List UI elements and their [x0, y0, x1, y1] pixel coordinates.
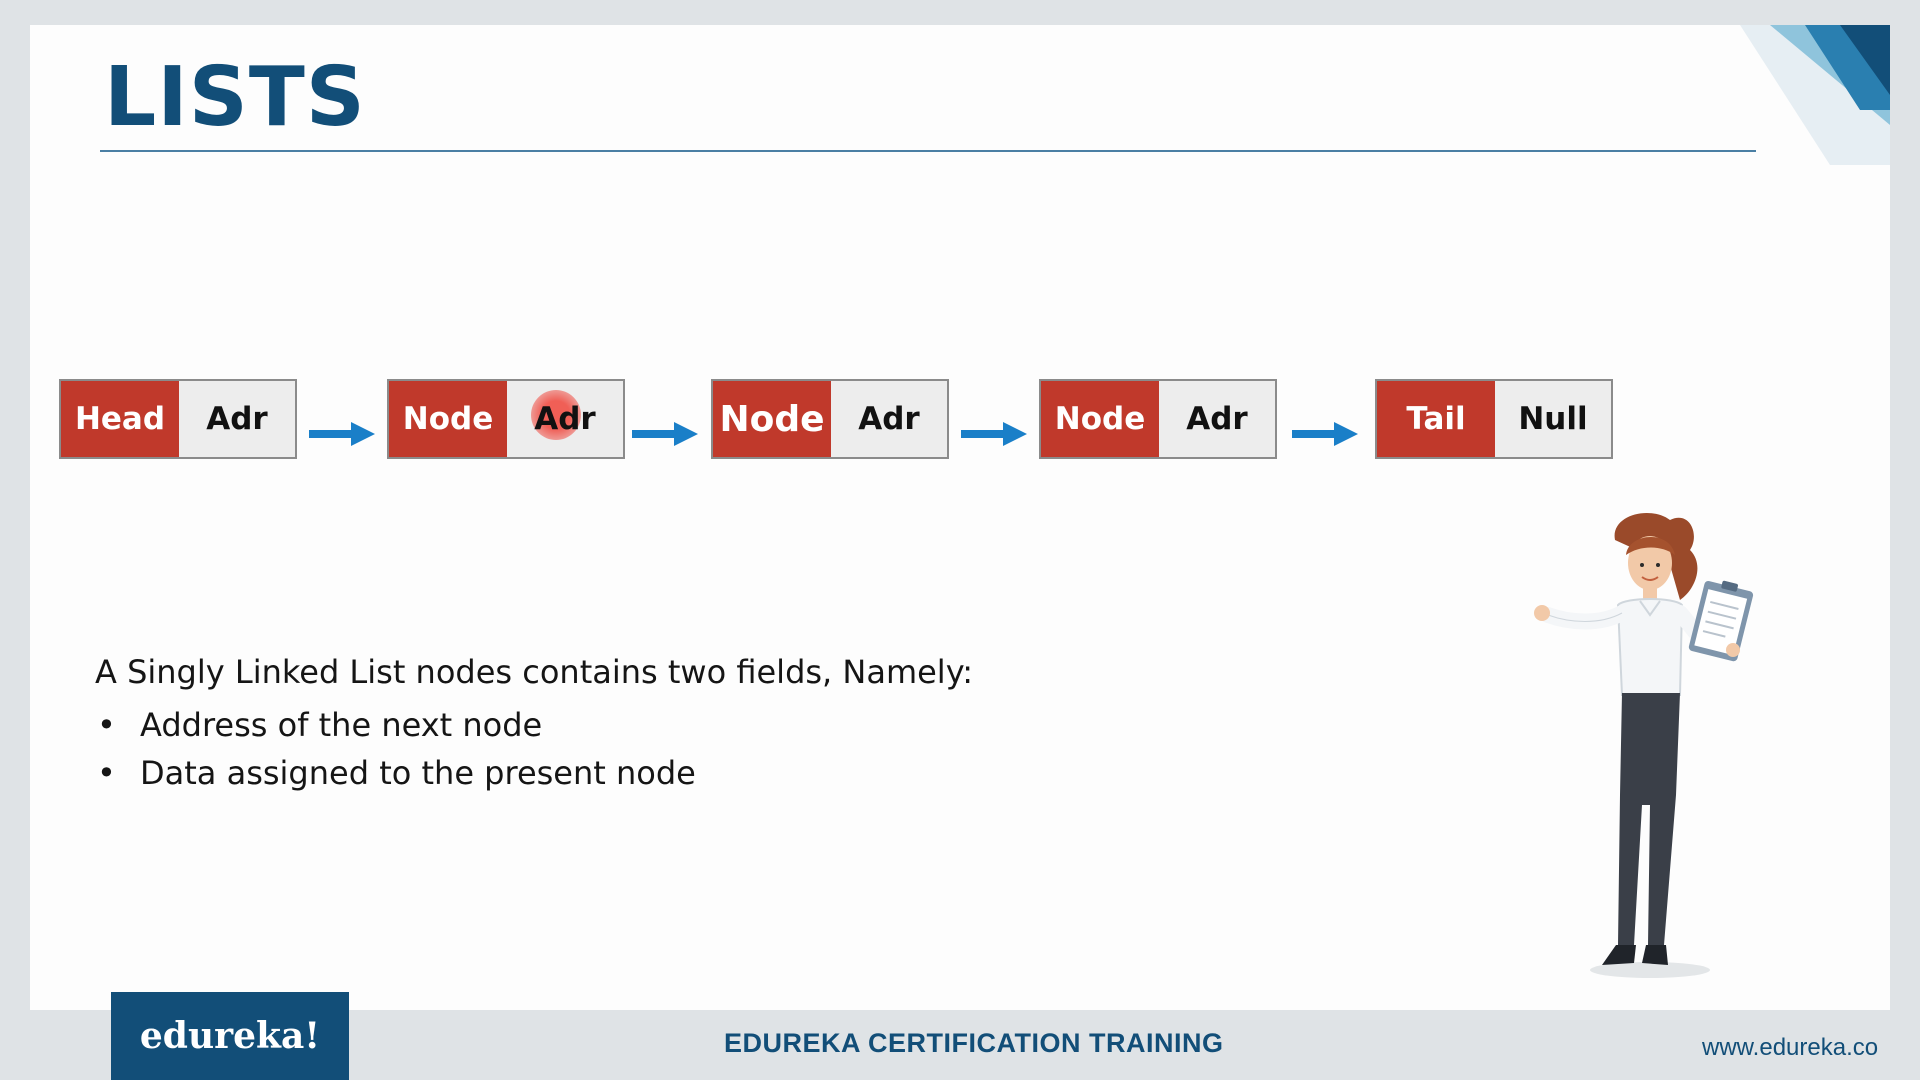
node-pointer: Adr [507, 381, 623, 457]
title-underline [100, 150, 1756, 152]
node-pointer-text: Adr [206, 401, 268, 437]
node-2: Node Adr [711, 379, 949, 459]
slide: LISTS Head Adr Node Adr [30, 25, 1890, 1010]
node-3: Node Adr [1039, 379, 1277, 459]
bullet-item: •Address of the next node [97, 706, 543, 744]
bullet-text: Data assigned to the present node [140, 754, 696, 792]
node-pointer-text: Adr [1186, 401, 1248, 437]
head-node: Head Adr [59, 379, 297, 459]
presenter-illustration [1534, 512, 1754, 978]
corner-decoration [1740, 25, 1890, 165]
node-pointer-text: Adr [534, 401, 596, 437]
arrow-right-icon [309, 422, 375, 446]
node-label: Node [713, 381, 831, 457]
arrow-right-icon [632, 422, 698, 446]
node-pointer: Null [1495, 381, 1611, 457]
cursor-highlight [531, 390, 581, 440]
edureka-logo: edureka! [111, 992, 349, 1080]
tail-node: Tail Null [1375, 379, 1613, 459]
node-pointer: Adr [831, 381, 947, 457]
node-label: Node [389, 381, 507, 457]
linked-list-diagram: Head Adr Node Adr Node Adr [30, 25, 1890, 1010]
bullet-text: Address of the next node [140, 706, 543, 744]
node-pointer: Adr [1159, 381, 1275, 457]
description-bullets: •Address of the next node •Data assigned… [95, 701, 973, 797]
footer-url: www.edureka.co [1702, 1034, 1879, 1061]
node-label: Node [1041, 381, 1159, 457]
node-pointer-text: Adr [858, 401, 920, 437]
footer-title: EDUREKA CERTIFICATION TRAINING [724, 1028, 1224, 1058]
edureka-logo-text: edureka! [139, 1015, 321, 1057]
slide-title: LISTS [104, 50, 366, 145]
node-pointer: Adr [179, 381, 295, 457]
node-pointer-text: Null [1518, 401, 1588, 437]
description: A Singly Linked List nodes contains two … [95, 653, 973, 797]
arrow-right-icon [961, 422, 1027, 446]
node-label: Head [61, 381, 179, 457]
node-1: Node Adr [387, 379, 625, 459]
bullet-item: •Data assigned to the present node [97, 754, 696, 792]
node-label: Tail [1377, 381, 1495, 457]
description-intro: A Singly Linked List nodes contains two … [95, 653, 974, 691]
arrow-right-icon [1292, 422, 1358, 446]
